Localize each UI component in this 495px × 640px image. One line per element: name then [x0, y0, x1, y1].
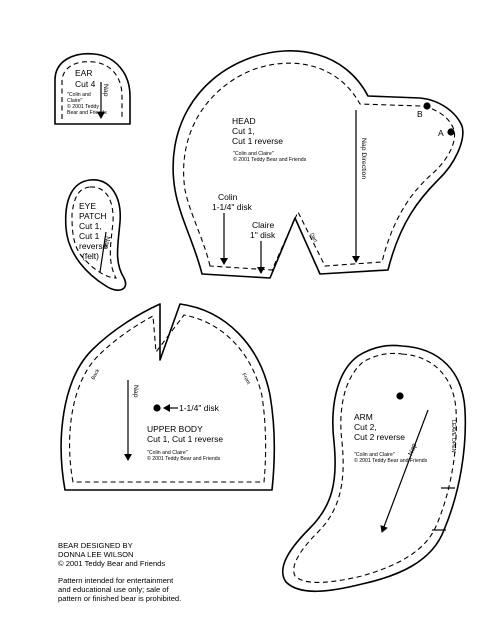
ear-outline — [54, 52, 131, 125]
eye-patch-nap-line — [99, 231, 107, 273]
ear-seam — [61, 61, 123, 119]
eye-patch-outline — [64, 179, 127, 291]
eye-patch-line-3: Cut 1, — [79, 221, 102, 231]
eye-patch-piece: EYE PATCH Cut 1, Cut 1 reverse (felt) Na… — [64, 179, 127, 291]
arm-piece: LEAVE OPEN ARM Cut 2, Cut 2 reverse "Col… — [281, 344, 467, 593]
arm-cut-1: Cut 2, — [354, 422, 377, 432]
head-dart-label: Dart — [308, 232, 318, 244]
head-colin-name: Colin — [218, 192, 238, 202]
head-outline — [172, 50, 464, 279]
ear-title: EAR — [75, 68, 92, 78]
upper-body-back-label: Back — [90, 368, 101, 381]
notice-line-3: pattern or finished bear is prohibited. — [58, 594, 182, 604]
designer-credit: BEAR DESIGNED BY DONNA LEE WILSON © 2001… — [58, 541, 165, 569]
eye-patch-line-1: EYE — [79, 201, 96, 211]
arm-leave-open-label: LEAVE OPEN — [450, 420, 456, 453]
ear-credit-1: "Colin and — [67, 92, 91, 98]
eye-patch-line-5: reverse — [79, 241, 108, 251]
head-claire-disk: 1" disk — [250, 230, 276, 240]
upper-body-disk-label: 1-1/4" disk — [179, 403, 220, 413]
head-title: HEAD — [232, 116, 256, 126]
head-credit-2: © 2001 Teddy Bear and Friends — [233, 156, 307, 163]
head-nap-label: Nap Direction — [360, 138, 367, 179]
arm-paw-dot — [396, 392, 404, 400]
head-claire-name: Claire — [252, 220, 274, 230]
head-cut-2: Cut 1 reverse — [232, 136, 283, 146]
head-credit-1: "Colin and Claire" — [233, 151, 274, 157]
upper-body-front-label: Front — [240, 372, 251, 386]
arm-title: ARM — [354, 412, 373, 422]
upper-body-outline — [60, 303, 276, 491]
arm-nap-label: Nap — [407, 442, 418, 456]
eye-patch-line-2: PATCH — [79, 211, 107, 221]
head-point-a-label: A — [438, 128, 444, 138]
ear-piece: EAR Cut 4 "Colin and Claire" © 2001 Tedd… — [54, 52, 131, 125]
upper-body-credit-2: © 2001 Teddy Bear and Friends — [147, 455, 221, 462]
arm-seam — [293, 352, 457, 583]
head-cut-1: Cut 1, — [232, 126, 255, 136]
arm-nap-arrow — [380, 409, 429, 533]
usage-notice: Pattern intended for entertainment and e… — [58, 576, 181, 604]
ear-cut: Cut 4 — [75, 79, 96, 89]
upper-body-nap-label: Nap — [132, 385, 139, 398]
ear-credit-4: Bear and Friends — [67, 110, 107, 116]
head-point-b-dot — [423, 102, 431, 110]
head-point-b-label: B — [417, 109, 423, 119]
upper-body-piece: Back Front Nap 1-1/4" disk UPPER BODY Cu… — [60, 303, 276, 491]
upper-body-eye-dot — [153, 404, 161, 412]
designer-line-1: BEAR DESIGNED BY — [58, 541, 133, 550]
ear-credit-3: © 2001 Teddy — [67, 103, 99, 110]
arm-credit-2: © 2001 Teddy Bear and Friends — [354, 457, 428, 464]
upper-body-title: UPPER BODY — [147, 424, 203, 434]
arm-cut-2: Cut 2 reverse — [354, 432, 405, 442]
eye-patch-line-6: (felt) — [82, 251, 99, 261]
arm-outline — [281, 344, 467, 593]
arm-credit-1: "Colin and Claire" — [354, 452, 395, 458]
upper-body-seam — [69, 314, 267, 483]
designer-line-2: DONNA LEE WILSON — [58, 550, 134, 560]
head-seam — [183, 62, 456, 271]
eye-patch-line-4: Cut 1 — [79, 231, 100, 241]
head-piece: HEAD Cut 1, Cut 1 reverse "Colin and Cla… — [172, 50, 464, 279]
ear-credit-2: Claire" — [67, 98, 83, 104]
eye-patch-nap-label: Nap — [102, 236, 111, 250]
head-colin-disk: 1-1/4" disk — [212, 202, 253, 212]
designer-line-3: © 2001 Teddy Bear and Friends — [58, 559, 166, 569]
upper-body-cut: Cut 1, Cut 1 reverse — [147, 434, 223, 444]
head-point-a-dot — [447, 128, 455, 136]
notice-line-1: Pattern intended for entertainment — [58, 576, 174, 585]
notice-line-2: and educational use only; sale of — [58, 585, 169, 595]
ear-nap-label: Nap — [102, 84, 109, 97]
eye-patch-seam — [71, 186, 117, 279]
upper-body-credit-1: "Colin and Claire" — [147, 450, 188, 456]
